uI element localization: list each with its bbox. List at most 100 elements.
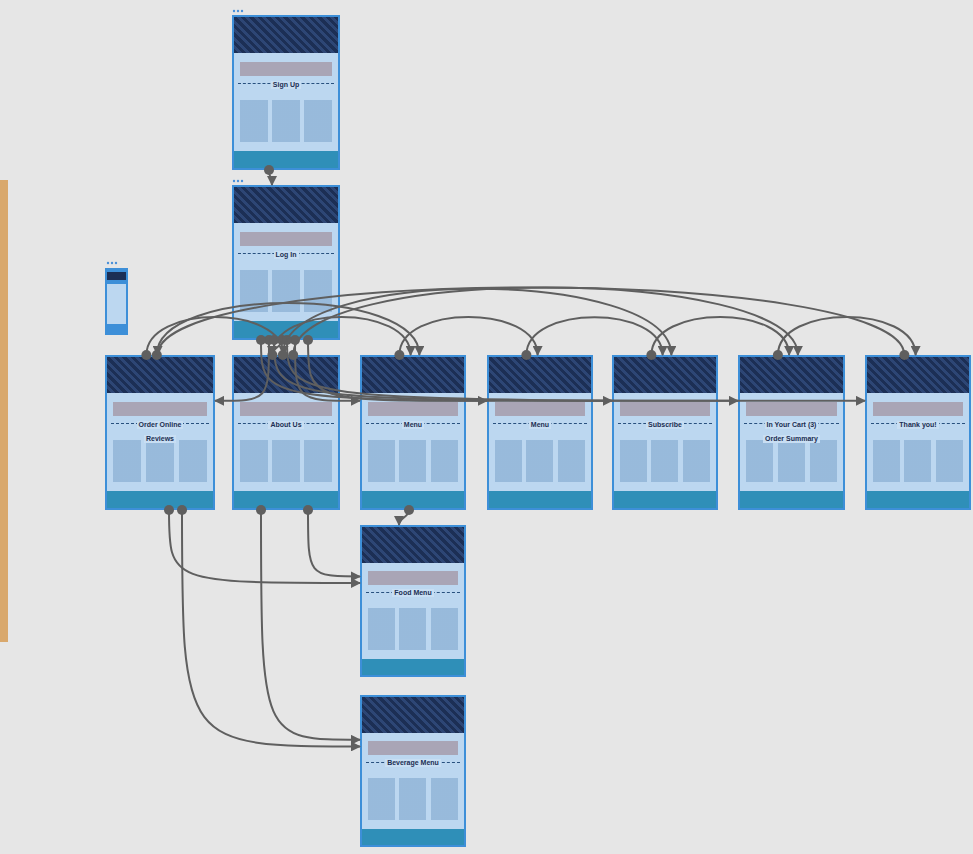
screen-hdr xyxy=(362,527,464,563)
app-screen: About Us xyxy=(232,355,340,510)
wire-handle xyxy=(773,350,783,360)
screen-ban xyxy=(113,402,206,416)
screen-heading: About Us xyxy=(268,421,303,429)
screen-body xyxy=(240,100,332,142)
screen-ban xyxy=(368,741,458,754)
screen-body xyxy=(495,440,585,482)
app-screen: In Your Cart (3) Order Summary xyxy=(738,355,845,510)
wire-handle xyxy=(177,505,187,515)
prototype-wire xyxy=(308,340,487,401)
prototype-wire xyxy=(158,288,905,356)
screen-ftr xyxy=(362,829,464,845)
screen-heading: Subscribe xyxy=(646,421,684,429)
screen-heading: Menu xyxy=(529,421,551,429)
screen-hdr xyxy=(740,357,843,393)
wire-handle xyxy=(282,335,292,345)
prototype-wire xyxy=(261,510,360,740)
screen-heading: Thank you! xyxy=(897,421,938,429)
screen-ftr xyxy=(489,491,591,508)
screen-body xyxy=(368,440,458,482)
side-bar xyxy=(0,180,8,642)
screen-heading: Order Summary xyxy=(763,435,820,443)
prototype-wire xyxy=(215,340,269,401)
app-screen: Log In xyxy=(232,185,340,340)
prototype-wire xyxy=(169,510,360,583)
wire-handle xyxy=(164,505,174,515)
prototype-wire xyxy=(308,510,360,576)
wire-handle xyxy=(394,350,404,360)
prototype-wire xyxy=(399,317,537,355)
app-screen: Menu xyxy=(360,355,466,510)
screen-heading: Order Online xyxy=(137,421,184,429)
screen-body xyxy=(746,440,837,482)
screen-ban xyxy=(368,402,458,416)
wire-handle xyxy=(303,505,313,515)
screen-ban xyxy=(240,402,332,416)
prototype-wire xyxy=(287,340,865,401)
wire-handle xyxy=(277,335,287,345)
screen-heading: In Your Cart (3) xyxy=(765,421,819,429)
wire-handle xyxy=(269,335,279,345)
screen-hdr xyxy=(234,357,338,393)
wire-handle xyxy=(141,350,151,360)
screen-ban xyxy=(495,402,585,416)
screen-ftr xyxy=(234,491,338,508)
app-screen: Subscribe xyxy=(612,355,718,510)
screen-hdr xyxy=(362,357,464,393)
wire-handle xyxy=(267,350,277,360)
prototype-wire xyxy=(526,317,662,355)
prototype-wire xyxy=(272,340,282,355)
app-screen: Order OnlineReviews xyxy=(105,355,215,510)
app-screen: Food Menu xyxy=(360,525,466,677)
screen-ftr xyxy=(234,151,338,168)
thumbnail-header xyxy=(107,272,126,280)
prototype-wire xyxy=(651,317,789,355)
prototype-wire xyxy=(182,510,360,746)
screen-body xyxy=(240,270,332,312)
wire-handle xyxy=(256,505,266,515)
screen-ban xyxy=(620,402,710,416)
wire-handle xyxy=(152,350,162,360)
screen-hdr xyxy=(362,697,464,733)
thumbnail-screen xyxy=(105,268,128,335)
app-screen: Menu xyxy=(487,355,593,510)
screen-body xyxy=(873,440,963,482)
screen-ftr xyxy=(107,491,213,508)
prototype-wire xyxy=(778,317,916,355)
prototype-wire xyxy=(295,340,360,401)
screen-heading: Sign Up xyxy=(271,81,301,89)
prototype-wire xyxy=(146,317,283,355)
artboard-dots xyxy=(107,10,243,264)
screen-ban xyxy=(746,402,837,416)
screen-hdr xyxy=(107,357,213,393)
screen-ban xyxy=(368,571,458,584)
wire-handle xyxy=(288,350,298,360)
wire-handle xyxy=(290,335,300,345)
screen-ftr xyxy=(234,321,338,338)
wire-handle xyxy=(404,505,414,515)
prototype-wire xyxy=(399,510,409,525)
screen-ftr xyxy=(362,659,464,675)
screen-body xyxy=(620,440,710,482)
thumbnail-body xyxy=(107,284,126,324)
app-screen: Thank you! xyxy=(865,355,971,510)
wire-handle xyxy=(264,335,274,345)
screen-hdr xyxy=(614,357,716,393)
wire-handle xyxy=(278,350,288,360)
screen-body xyxy=(368,608,458,649)
prototype-wire xyxy=(269,170,272,185)
screen-heading: Beverage Menu xyxy=(385,759,441,767)
wire-handle xyxy=(264,165,274,175)
screen-hdr xyxy=(867,357,969,393)
screen-body xyxy=(240,440,332,482)
prototype-wire xyxy=(157,303,420,355)
screen-heading: Menu xyxy=(402,421,424,429)
wire-handle xyxy=(521,350,531,360)
screen-heading: Food Menu xyxy=(392,589,433,597)
screen-ftr xyxy=(740,491,843,508)
app-screen: Sign Up xyxy=(232,15,340,170)
screen-hdr xyxy=(234,17,338,53)
screen-ftr xyxy=(362,491,464,508)
screen-body xyxy=(113,440,206,482)
